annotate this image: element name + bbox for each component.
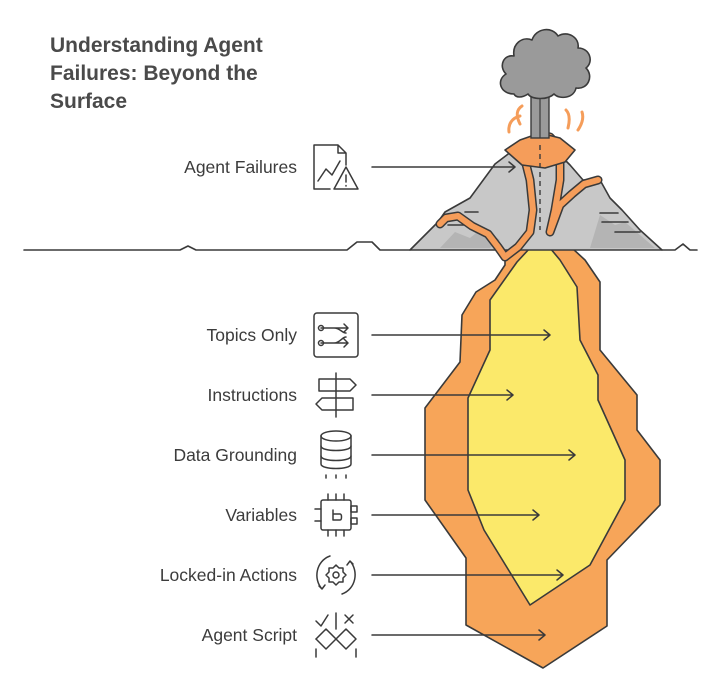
lava-splash-right bbox=[564, 108, 571, 130]
label-instructions: Instructions bbox=[208, 385, 298, 405]
title-line-2: Failures: Beyond the bbox=[50, 62, 258, 85]
decision-check-icon bbox=[315, 612, 357, 658]
lava-splash-right-2 bbox=[576, 110, 585, 132]
branching-flow-icon bbox=[313, 312, 359, 358]
pointer-instructions bbox=[371, 389, 514, 401]
signpost-icon bbox=[315, 372, 357, 418]
label-data-grounding: Data Grounding bbox=[173, 445, 297, 465]
label-agent-failures: Agent Failures bbox=[184, 157, 297, 177]
chart-warning-icon bbox=[313, 144, 359, 190]
label-agent-script: Agent Script bbox=[202, 625, 297, 645]
pointer-arrows bbox=[371, 161, 576, 641]
label-locked-in-actions: Locked-in Actions bbox=[160, 565, 297, 585]
gear-cycle-icon bbox=[316, 555, 356, 595]
microchip-icon bbox=[314, 493, 358, 537]
lava-splash-left-2 bbox=[515, 104, 524, 126]
mountain-ridge-details bbox=[447, 211, 641, 233]
pointer-topics-only bbox=[371, 329, 551, 341]
ground-line bbox=[23, 241, 698, 251]
label-topics-only: Topics Only bbox=[207, 325, 298, 345]
diagram-title: Understanding Agent Failures: Beyond the… bbox=[50, 34, 263, 113]
title-line-3: Surface bbox=[50, 90, 127, 113]
level-labels: Agent Failures Topics Only Instructions … bbox=[160, 157, 297, 645]
pointer-agent-failures bbox=[371, 161, 516, 173]
title-line-1: Understanding Agent bbox=[50, 34, 263, 57]
database-icon bbox=[320, 430, 352, 479]
crater-magma bbox=[504, 132, 576, 169]
smoke-cloud bbox=[499, 28, 591, 100]
pointer-locked-in-actions bbox=[371, 569, 564, 581]
pointer-agent-script bbox=[371, 629, 546, 641]
label-variables: Variables bbox=[225, 505, 297, 525]
pointer-data-grounding bbox=[371, 449, 576, 461]
pointer-variables bbox=[371, 509, 540, 521]
